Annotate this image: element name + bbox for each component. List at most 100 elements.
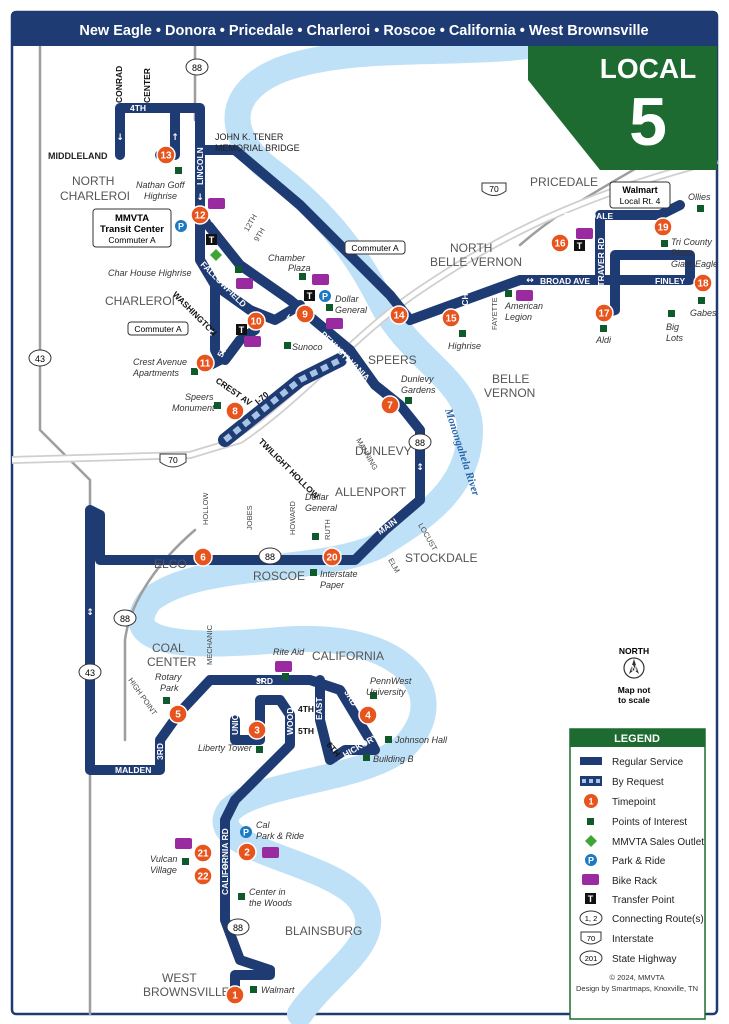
timepoint-6: 6 <box>193 547 213 567</box>
svg-text:P: P <box>178 222 184 232</box>
timepoint-8: 8 <box>225 401 245 421</box>
header-title: New Eagle • Donora • Pricedale • Charler… <box>79 23 648 39</box>
svg-text:CENTER: CENTER <box>147 655 197 669</box>
timepoint-12: 12 <box>190 205 210 225</box>
svg-text:88: 88 <box>120 614 130 624</box>
svg-text:Chamber: Chamber <box>268 253 306 263</box>
svg-text:13: 13 <box>160 151 172 162</box>
svg-text:FINLEY: FINLEY <box>655 276 686 286</box>
svg-text:Walmart: Walmart <box>261 985 295 995</box>
svg-text:Plaza: Plaza <box>288 263 311 273</box>
svg-text:Walmart: Walmart <box>622 185 657 195</box>
badge-line2: 5 <box>629 84 667 160</box>
svg-text:CALIFORNIA: CALIFORNIA <box>312 649 384 663</box>
svg-text:Aldi: Aldi <box>595 335 612 345</box>
svg-text:3RD: 3RD <box>256 676 273 686</box>
header-bar <box>12 12 717 46</box>
svg-text:70: 70 <box>489 184 499 194</box>
svg-text:ALLENPORT: ALLENPORT <box>335 485 407 499</box>
svg-text:Monument: Monument <box>172 403 215 413</box>
svg-text:↕: ↕ <box>221 863 229 873</box>
svg-text:General: General <box>335 305 368 315</box>
badge-line1: LOCAL <box>600 53 696 84</box>
svg-text:14: 14 <box>393 311 405 322</box>
svg-text:Johnson Hall: Johnson Hall <box>394 735 448 745</box>
svg-text:15: 15 <box>445 314 457 325</box>
svg-text:NORTH: NORTH <box>450 241 492 255</box>
svg-text:T: T <box>239 325 245 335</box>
svg-text:Highrise: Highrise <box>448 341 481 351</box>
svg-text:88: 88 <box>415 438 425 448</box>
timepoint-5: 5 <box>168 704 188 724</box>
local-road <box>123 528 197 742</box>
legend-park-ride: Park & Ride <box>612 856 666 867</box>
svg-text:CALIFORNIA RD: CALIFORNIA RD <box>220 828 230 895</box>
svg-text:Giant Eagle: Giant Eagle <box>671 259 718 269</box>
svg-text:70: 70 <box>587 934 595 943</box>
timepoint-20: 20 <box>322 547 342 567</box>
svg-text:43: 43 <box>35 354 45 364</box>
svg-text:MIDDLELAND: MIDDLELAND <box>48 151 108 161</box>
svg-text:5TH: 5TH <box>298 726 314 736</box>
svg-text:Speers: Speers <box>185 392 214 402</box>
svg-text:WEST: WEST <box>162 971 197 985</box>
svg-text:to scale: to scale <box>618 695 650 705</box>
svg-text:Building B: Building B <box>373 754 414 764</box>
north-arrow: NORTH N Map not to scale <box>618 646 651 705</box>
legend-by-request: By Request <box>612 777 664 788</box>
svg-text:SPEERS: SPEERS <box>368 353 417 367</box>
svg-text:5: 5 <box>175 710 181 721</box>
svg-text:6: 6 <box>200 553 206 564</box>
svg-text:Local Rt. 4: Local Rt. 4 <box>620 196 661 206</box>
svg-text:Commuter A: Commuter A <box>134 324 182 334</box>
svg-text:88: 88 <box>265 552 275 562</box>
bridge-label-2: MEMORIAL BRIDGE <box>215 143 300 153</box>
svg-text:43: 43 <box>85 668 95 678</box>
svg-text:BROAD AVE: BROAD AVE <box>540 276 590 286</box>
svg-text:11: 11 <box>200 359 211 370</box>
timepoint-16: 16 <box>550 233 570 253</box>
svg-text:88: 88 <box>192 63 202 73</box>
svg-text:ROSTRAVER RD: ROSTRAVER RD <box>596 238 606 305</box>
svg-text:Park & Ride: Park & Ride <box>256 831 304 841</box>
svg-text:LINCOLN: LINCOLN <box>195 147 205 185</box>
svg-text:17: 17 <box>598 309 610 320</box>
timepoint-15: 15 <box>441 308 461 328</box>
svg-text:CONRAD: CONRAD <box>114 66 124 103</box>
svg-text:PRICEDALE: PRICEDALE <box>564 211 613 221</box>
svg-text:Transit Center: Transit Center <box>100 224 164 235</box>
svg-text:↔: ↔ <box>256 676 264 686</box>
timepoint-19: 19 <box>653 217 673 237</box>
svg-text:N: N <box>631 664 637 673</box>
legend: LEGEND Regular Service By Request 1 Time… <box>569 728 706 1020</box>
svg-text:70: 70 <box>168 455 178 465</box>
legend-timepoint: Timepoint <box>612 797 656 808</box>
timepoint-21: 21 <box>193 843 213 863</box>
svg-text:FAYETTE: FAYETTE <box>490 297 499 330</box>
timepoint-10: 10 <box>246 311 266 331</box>
walmart-callout: Walmart Local Rt. 4 <box>609 181 671 209</box>
svg-text:1: 1 <box>232 991 238 1002</box>
svg-text:ARCH: ARCH <box>460 293 470 318</box>
timepoint-7: 7 <box>380 395 400 415</box>
poi-labels: Nathan Goff Highrise Char House Highrise… <box>108 180 718 995</box>
svg-text:P: P <box>588 856 594 866</box>
svg-text:CENTER: CENTER <box>142 68 152 103</box>
svg-text:Commuter A: Commuter A <box>108 235 156 245</box>
svg-text:Dollar: Dollar <box>335 294 360 304</box>
svg-text:Map not: Map not <box>618 685 651 695</box>
legend-design-credit: Design by Smartmaps, Knoxville, TN <box>576 984 698 993</box>
svg-text:Rotary: Rotary <box>155 672 182 682</box>
svg-text:1, 2: 1, 2 <box>585 914 598 923</box>
facility-icons: T T T T P P P <box>175 198 593 858</box>
svg-text:NORTH: NORTH <box>619 646 649 656</box>
svg-text:Nathan Goff: Nathan Goff <box>136 180 186 190</box>
svg-text:MECHANIC: MECHANIC <box>205 624 214 665</box>
svg-text:BROWNSVILLE: BROWNSVILLE <box>143 985 230 999</box>
svg-text:ROSCOE: ROSCOE <box>253 569 305 583</box>
legend-title: LEGEND <box>614 733 660 745</box>
svg-text:Lots: Lots <box>666 333 684 343</box>
svg-text:Dollar: Dollar <box>305 492 330 502</box>
svg-text:↕: ↕ <box>86 608 94 618</box>
